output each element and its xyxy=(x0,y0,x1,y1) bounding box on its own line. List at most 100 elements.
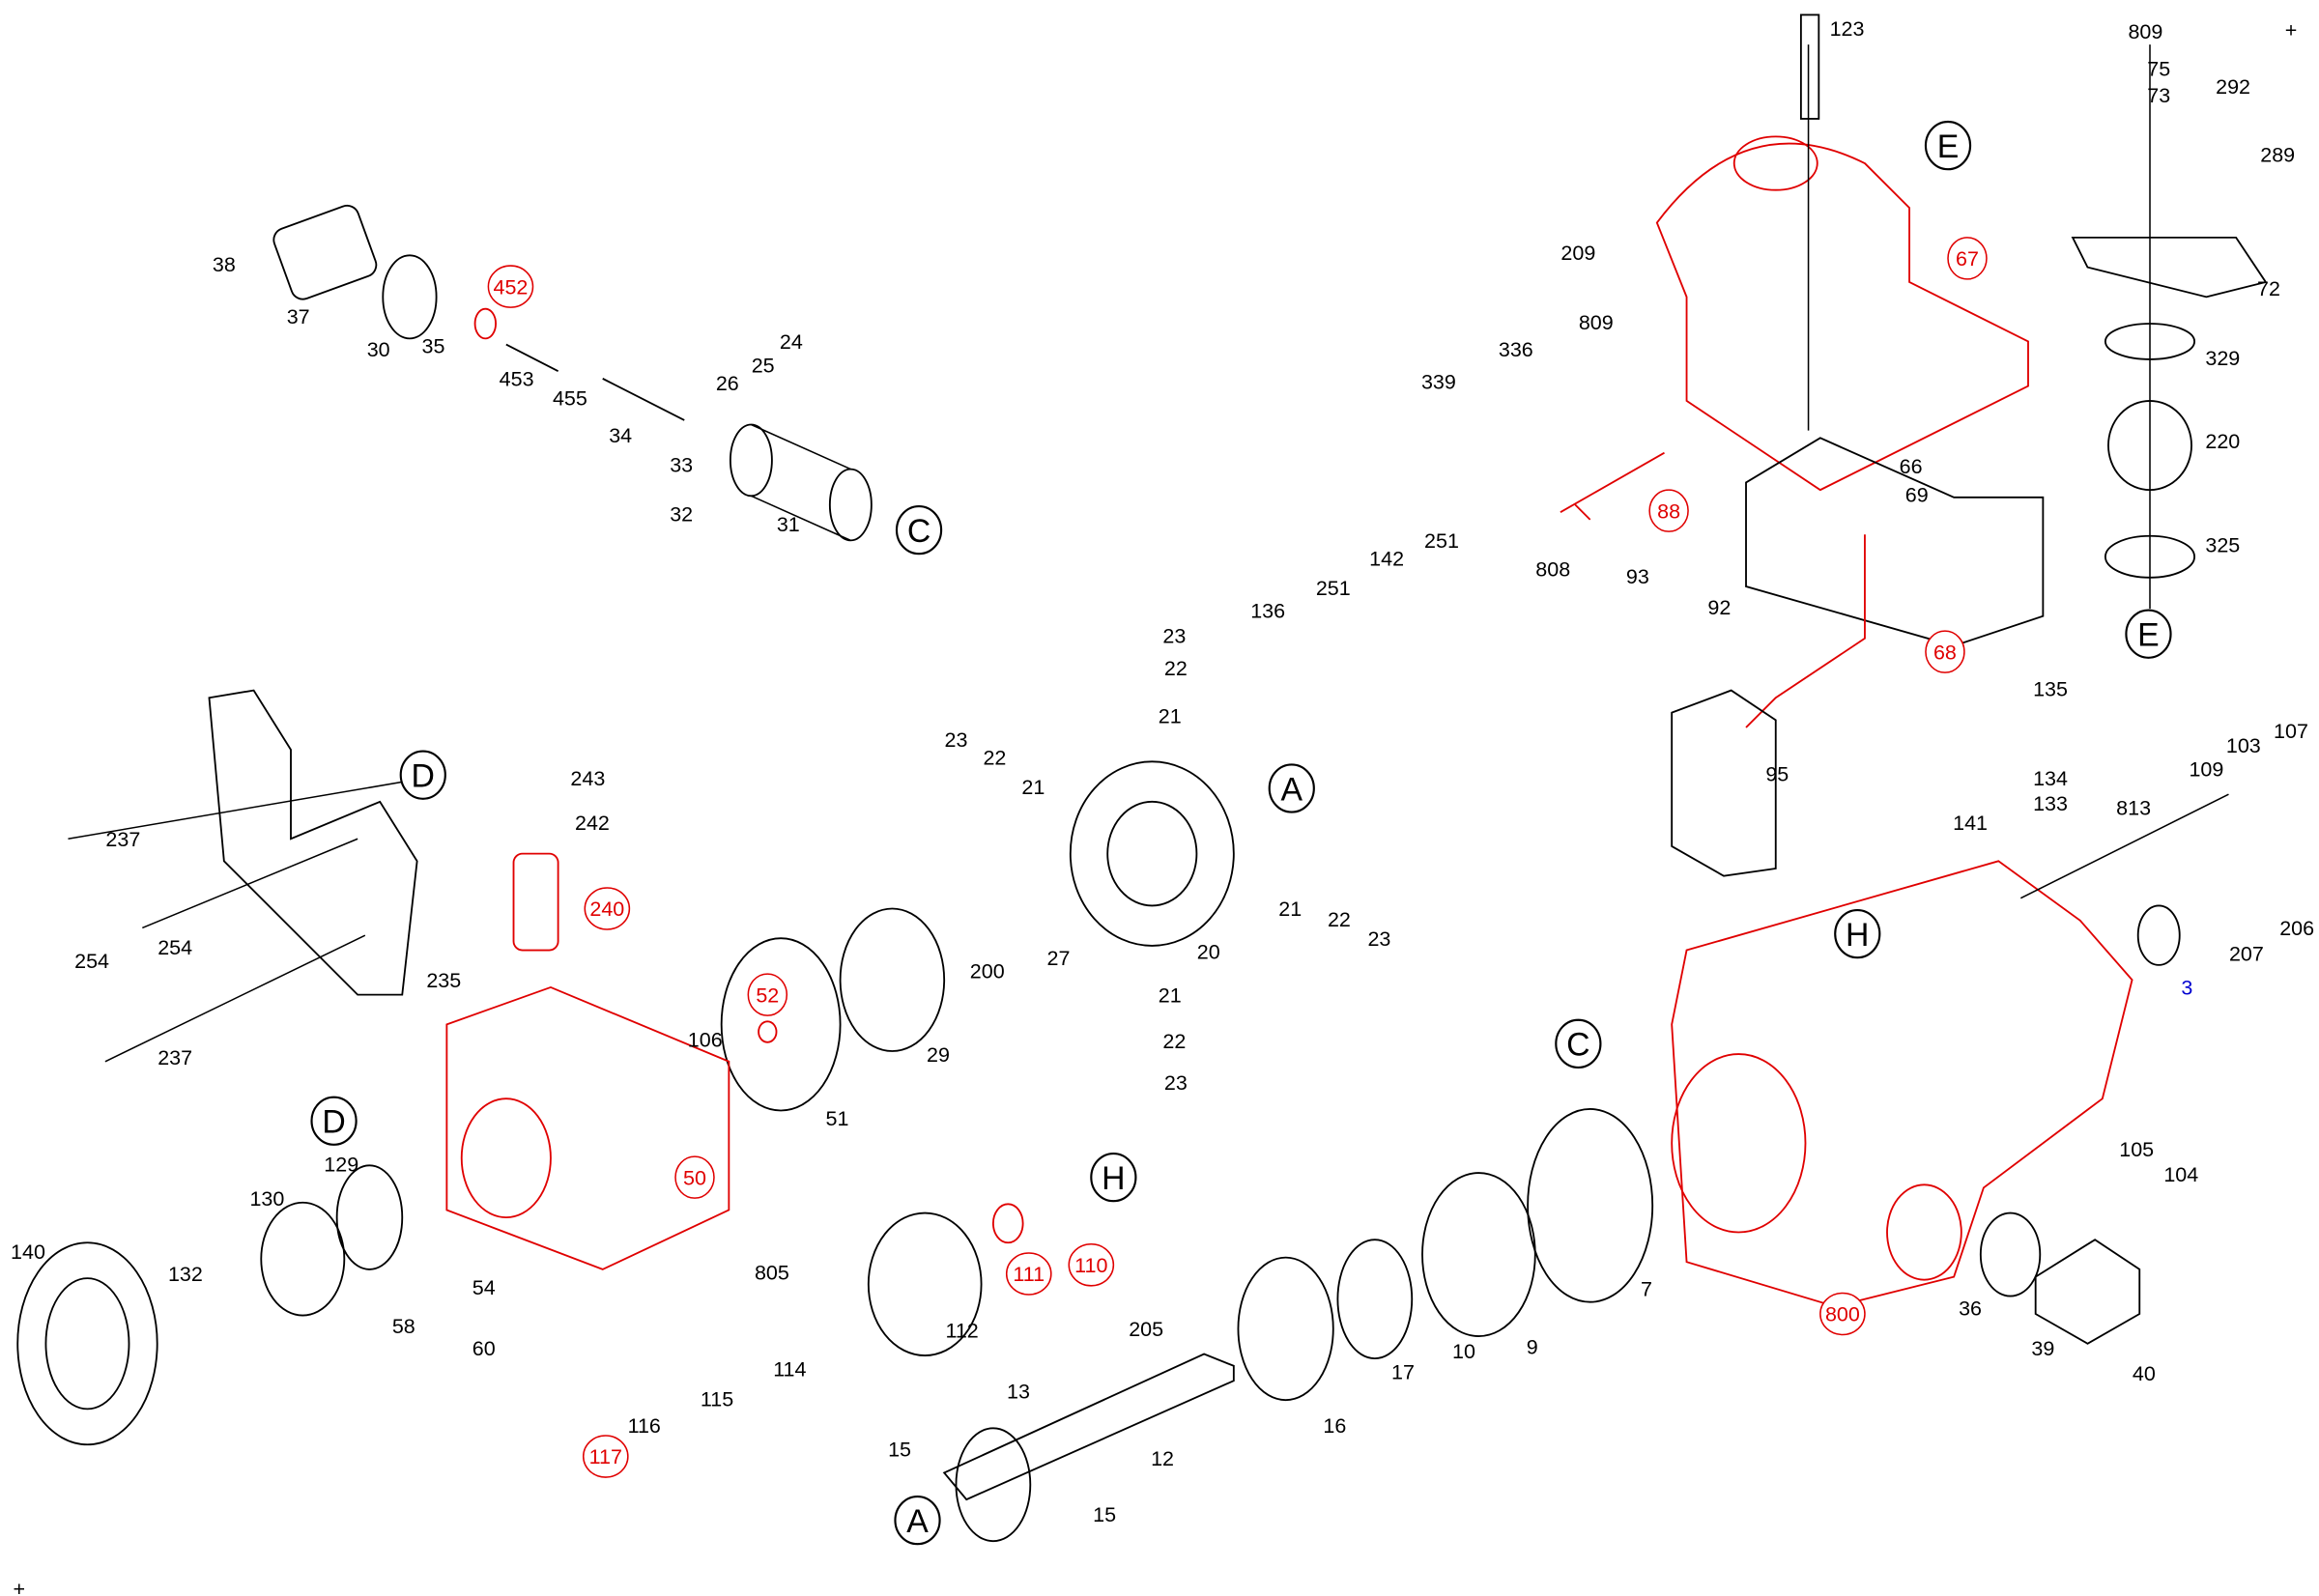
part-number[interactable]: 21 xyxy=(1021,776,1045,799)
part-number[interactable]: 329 xyxy=(2205,347,2240,370)
part-number[interactable]: 26 xyxy=(716,372,739,395)
part-number[interactable]: 136 xyxy=(1250,599,1285,622)
part-number[interactable]: 23 xyxy=(1162,624,1186,647)
part-number[interactable]: 242 xyxy=(575,812,610,835)
part-number[interactable]: 129 xyxy=(324,1153,358,1176)
part-number[interactable]: 23 xyxy=(1164,1071,1188,1095)
reference-callout[interactable]: D xyxy=(412,757,435,794)
part-number[interactable]: 220 xyxy=(2205,430,2240,453)
reference-callout[interactable]: E xyxy=(1937,128,1960,165)
part-number[interactable]: 107 xyxy=(2274,720,2308,743)
highlighted-part-number[interactable]: 240 xyxy=(589,898,624,921)
part-number[interactable]: 20 xyxy=(1197,941,1220,964)
part-number[interactable]: 54 xyxy=(472,1276,496,1299)
part-number[interactable]: 339 xyxy=(1421,371,1456,394)
part-number[interactable]: 29 xyxy=(927,1043,950,1067)
highlighted-part-number[interactable]: 452 xyxy=(494,275,529,299)
part-number[interactable]: 105 xyxy=(2119,1138,2154,1161)
part-number[interactable]: 22 xyxy=(1164,657,1188,680)
part-number[interactable]: 134 xyxy=(2033,767,2068,790)
part-number[interactable]: 17 xyxy=(1391,1361,1415,1384)
part-number[interactable]: 809 xyxy=(1579,311,1614,334)
part-number[interactable]: 292 xyxy=(2216,75,2250,99)
part-number[interactable]: 15 xyxy=(1093,1503,1116,1526)
part-number[interactable]: 37 xyxy=(287,305,310,328)
part-number[interactable]: 25 xyxy=(752,355,775,378)
highlighted-part-number[interactable]: 88 xyxy=(1657,499,1680,523)
part-number[interactable]: 289 xyxy=(2260,144,2295,167)
part-number[interactable]: 243 xyxy=(570,767,605,790)
part-number[interactable]: 27 xyxy=(1047,947,1071,970)
part-number[interactable]: 325 xyxy=(2205,534,2240,557)
part-number[interactable]: 251 xyxy=(1424,529,1459,553)
part-number[interactable]: 21 xyxy=(1159,704,1182,727)
part-number[interactable]: 141 xyxy=(1953,812,1988,835)
part-number[interactable]: 95 xyxy=(1765,762,1789,785)
part-number[interactable]: 13 xyxy=(1007,1381,1030,1404)
part-number[interactable]: 130 xyxy=(249,1187,284,1211)
part-number[interactable]: 40 xyxy=(2133,1362,2156,1385)
part-number[interactable]: 455 xyxy=(553,387,587,411)
part-number[interactable]: 237 xyxy=(157,1046,192,1069)
part-number[interactable]: 32 xyxy=(670,502,693,526)
part-number[interactable]: 15 xyxy=(888,1439,911,1462)
reference-callout[interactable]: H xyxy=(1102,1160,1125,1197)
reference-callout[interactable]: H xyxy=(1846,917,1869,954)
part-number[interactable]: 115 xyxy=(701,1387,733,1411)
part-number[interactable]: 123 xyxy=(1830,17,1865,41)
part-number[interactable]: 12 xyxy=(1151,1447,1174,1470)
part-number[interactable]: 7 xyxy=(1641,1278,1652,1301)
part-number[interactable]: 140 xyxy=(11,1240,45,1264)
part-number[interactable]: 39 xyxy=(2031,1337,2054,1360)
part-number[interactable]: 72 xyxy=(2257,277,2280,300)
reference-callout[interactable]: A xyxy=(906,1503,929,1540)
part-number[interactable]: 21 xyxy=(1159,983,1182,1007)
part-number[interactable]: 114 xyxy=(773,1358,806,1382)
part-number[interactable]: 237 xyxy=(105,828,140,851)
part-number[interactable]: 30 xyxy=(367,338,390,361)
part-number[interactable]: 254 xyxy=(74,950,109,973)
part-number[interactable]: 36 xyxy=(1959,1297,1982,1321)
part-number[interactable]: 60 xyxy=(472,1337,496,1360)
reference-callout[interactable]: C xyxy=(1566,1027,1589,1064)
highlighted-part-number[interactable]: 111 xyxy=(1013,1263,1045,1286)
part-number[interactable]: 106 xyxy=(688,1028,723,1051)
part-number[interactable]: 66 xyxy=(1900,455,1923,478)
part-number[interactable]: 31 xyxy=(777,513,800,536)
highlighted-part-number[interactable]: 117 xyxy=(589,1445,622,1468)
part-number[interactable]: 22 xyxy=(1328,908,1351,931)
part-number[interactable]: 132 xyxy=(168,1263,203,1286)
part-number[interactable]: 75 xyxy=(2147,57,2170,80)
highlighted-part-number[interactable]: 110 xyxy=(1074,1254,1107,1277)
part-number[interactable]: 200 xyxy=(970,960,1005,983)
part-number[interactable]: 58 xyxy=(392,1315,415,1338)
part-number[interactable]: 23 xyxy=(945,728,968,752)
part-number[interactable]: 22 xyxy=(983,746,1006,769)
part-number[interactable]: 336 xyxy=(1499,338,1533,361)
special-part-number[interactable]: 3 xyxy=(2181,977,2192,1000)
highlighted-part-number[interactable]: 68 xyxy=(1933,641,1957,664)
part-number[interactable]: 10 xyxy=(1452,1340,1475,1363)
highlighted-part-number[interactable]: 52 xyxy=(756,983,779,1007)
highlighted-part-number[interactable]: 800 xyxy=(1825,1303,1860,1326)
part-number[interactable]: 133 xyxy=(2033,792,2068,815)
reference-callout[interactable]: C xyxy=(907,513,930,550)
highlighted-part-number[interactable]: 67 xyxy=(1956,247,1979,271)
part-number[interactable]: 92 xyxy=(1707,596,1731,619)
part-number[interactable]: 69 xyxy=(1905,483,1929,506)
part-number[interactable]: 142 xyxy=(1369,547,1404,570)
part-number[interactable]: 805 xyxy=(755,1262,789,1285)
part-number[interactable]: 251 xyxy=(1316,577,1351,600)
part-number[interactable]: 103 xyxy=(2226,734,2261,757)
part-number[interactable]: 116 xyxy=(628,1414,661,1438)
part-number[interactable]: 51 xyxy=(826,1107,849,1130)
reference-callout[interactable]: A xyxy=(1280,771,1303,808)
part-number[interactable]: 813 xyxy=(2116,797,2151,820)
part-number[interactable]: 23 xyxy=(1367,927,1390,951)
part-number[interactable]: 9 xyxy=(1527,1336,1538,1359)
part-number[interactable]: 21 xyxy=(1278,898,1302,921)
part-number[interactable]: 112 xyxy=(945,1320,978,1343)
part-number[interactable]: 206 xyxy=(2279,917,2314,940)
part-number[interactable]: 808 xyxy=(1535,557,1570,581)
part-number[interactable]: 34 xyxy=(609,424,632,447)
